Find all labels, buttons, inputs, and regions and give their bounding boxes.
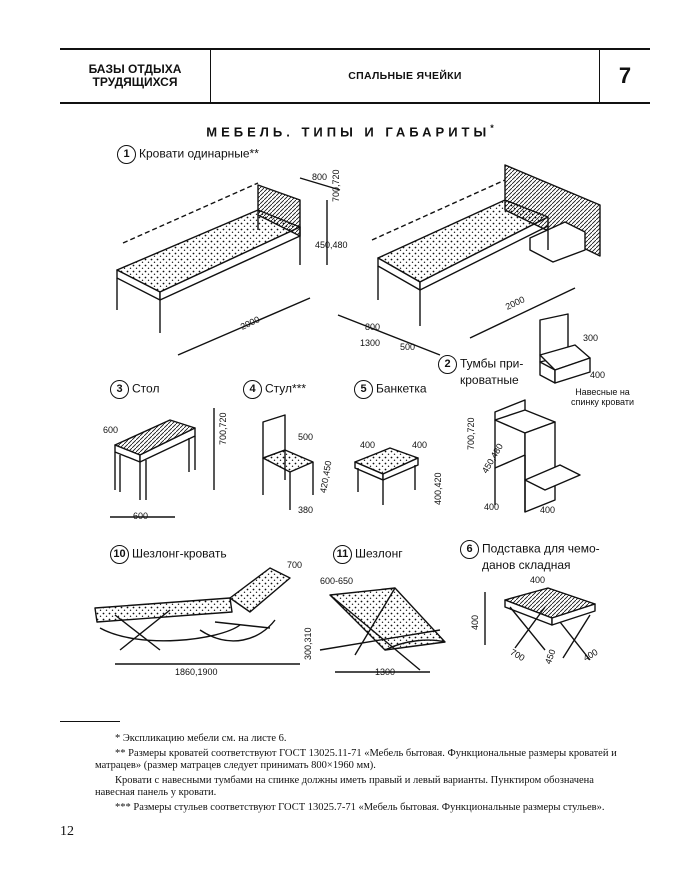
dim-bench-a: 400 xyxy=(360,440,376,450)
table-drawing xyxy=(110,408,215,518)
dim-bench-b: 400 xyxy=(412,440,428,450)
footnotes: * Экспликацию мебели см. на листе 6. ** … xyxy=(95,733,620,817)
dim-bed2-w2: 500 xyxy=(400,342,416,352)
footnote-4: *** Размеры стульев соответствуют ГОСТ 1… xyxy=(115,802,605,813)
sheet-number: 7 xyxy=(599,50,650,102)
dim-lounger-length: 1300 xyxy=(375,667,396,677)
dim-table-width: 600 xyxy=(133,511,149,521)
dim-bed1-width: 800 xyxy=(312,172,328,182)
bed-with-nightstand-drawing xyxy=(337,164,601,356)
dim-lounger-bed-length: 1860,1900 xyxy=(175,667,218,677)
dim-nightstand2-width: 400 xyxy=(484,502,500,512)
dim-lounger-width: 600-650 xyxy=(320,576,354,586)
footnote-3: Кровати с навесными тумбами на спинке до… xyxy=(95,775,594,798)
header-subject: СПАЛЬНЫЕ ЯЧЕЙКИ xyxy=(348,70,462,82)
footnote-1: * Экспликацию мебели см. на листе 6. xyxy=(115,733,287,744)
nightstand-sublabel: Навесные на спинку кровати xyxy=(571,387,634,407)
bench-drawing xyxy=(354,447,419,505)
lounger-bed-drawing xyxy=(94,567,300,665)
dim-chair-back: 500 xyxy=(298,432,314,442)
dim-stand-height: 400 xyxy=(470,614,480,630)
dim-lounger-bed-width: 700 xyxy=(287,560,303,570)
page-title: МЕБЕЛЬ. ТИПЫ И ГАБАРИТЫ* xyxy=(206,123,494,140)
page-number: 12 xyxy=(60,824,74,839)
dim-bench-height: 400,420 xyxy=(433,472,443,505)
dim-nightstand1-d: 400 xyxy=(590,370,606,380)
chair-drawing xyxy=(262,414,314,510)
dim-nightstand2-height: 700,720 xyxy=(466,417,476,450)
dim-table-height: 700,720 xyxy=(218,412,228,445)
header-section: БАЗЫ ОТДЫХА ТРУДЯЩИХСЯ xyxy=(60,50,211,102)
dim-nightstand1-w: 300 xyxy=(583,333,599,343)
dim-stand-width: 400 xyxy=(530,575,546,585)
nightstand-floor-drawing xyxy=(494,399,581,513)
dim-lounger-bed-height: 300,310 xyxy=(303,627,313,660)
footnote-rule xyxy=(60,721,120,722)
nightstand-hanging-drawing xyxy=(539,313,591,384)
dim-bed2-total: 1300 xyxy=(360,338,381,348)
bed-single-drawing xyxy=(116,177,341,356)
dim-bed2-w1: 800 xyxy=(365,322,381,332)
dim-bed1-mid: 450,480 xyxy=(315,240,348,250)
dim-nightstand2-depth: 400 xyxy=(540,505,556,515)
dim-chair-depth: 380 xyxy=(298,505,314,515)
header: БАЗЫ ОТДЫХА ТРУДЯЩИХСЯ СПАЛЬНЫЕ ЯЧЕЙКИ 7 xyxy=(60,48,650,104)
folding-stand-drawing xyxy=(484,587,596,661)
lounger-drawing xyxy=(319,587,446,673)
footnote-2: ** Размеры кроватей соответствуют ГОСТ 1… xyxy=(95,748,617,771)
dim-table-depth: 600 xyxy=(103,425,119,435)
dim-bed1-height: 700,720 xyxy=(331,169,341,202)
